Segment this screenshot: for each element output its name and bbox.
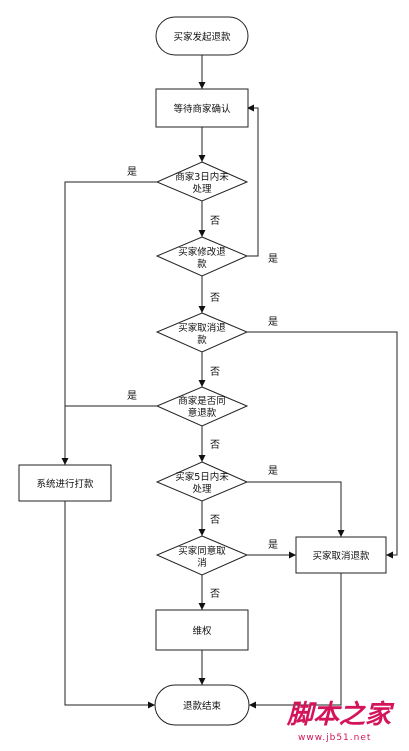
decision-agree-line1: 商家是否同 [178, 395, 226, 407]
node-system-pay: 系统进行打款 [18, 464, 112, 502]
decision-cancel1: 买家取消退 款 [155, 312, 249, 353]
node-end-label: 退款结束 [183, 700, 222, 712]
node-buyer-cancel: 买家取消退款 [295, 536, 387, 574]
edges [61, 55, 398, 709]
nodes: 买家发起退款 等待商家确认 商家3日内未 处理 买家修改退 款 买家取消退 款 [18, 16, 387, 726]
decision-cancel1-line1: 买家取消退 [178, 322, 226, 334]
decision-modify: 买家修改退 款 [155, 236, 249, 277]
label-modify-no: 否 [210, 292, 220, 304]
node-wait-confirm: 等待商家确认 [155, 88, 249, 128]
label-5days-no: 否 [210, 514, 220, 526]
decision-5days: 买家5日内未 处理 [155, 461, 249, 502]
label-agreecancel-yes: 是 [268, 539, 278, 551]
label-agree-no: 否 [210, 439, 220, 451]
watermark-logo: 脚本之家 [286, 700, 395, 730]
node-end: 退款结束 [154, 684, 250, 726]
watermark-url: www.jb51.net [298, 733, 371, 743]
node-system-pay-label: 系统进行打款 [36, 478, 94, 490]
decision-agree-line2: 意退款 [188, 407, 217, 419]
label-3days-no: 否 [210, 215, 220, 227]
edge-cancel1-yes [247, 331, 398, 559]
label-cancel1-no: 否 [210, 366, 220, 378]
edge-labels: 是 否 是 否 是 否 是 否 是 否 是 否 [127, 166, 278, 600]
label-5days-yes: 是 [268, 465, 278, 477]
decision-3days: 商家3日内未 处理 [155, 161, 249, 202]
label-agree-yes: 是 [127, 390, 137, 402]
decision-3days-line2: 处理 [192, 183, 212, 195]
edge-3days-yes [61, 181, 157, 465]
edge-modify-yes-loop [247, 104, 259, 257]
decision-5days-line2: 处理 [192, 483, 212, 495]
decision-agree-cancel-line2: 消 [197, 557, 207, 569]
node-protect-label: 维权 [192, 625, 212, 637]
decision-modify-line1: 买家修改退 [178, 246, 226, 258]
node-start-label: 买家发起退款 [173, 31, 231, 43]
edge-syspay-to-end [64, 501, 155, 709]
decision-3days-line1: 商家3日内未 [175, 171, 229, 183]
watermark: 脚本之家 www.jb51.net [286, 700, 395, 743]
decision-agree-cancel-line1: 买家同意取 [178, 545, 226, 557]
node-start: 买家发起退款 [155, 16, 249, 56]
decision-agree: 商家是否同 意退款 [155, 386, 249, 427]
edge-5days-yes [247, 481, 345, 537]
decision-modify-line2: 款 [197, 258, 207, 270]
decision-agree-cancel: 买家同意取 消 [155, 535, 249, 576]
node-wait-confirm-label: 等待商家确认 [173, 103, 231, 115]
node-protect: 维权 [155, 609, 249, 651]
decision-cancel1-line2: 款 [197, 334, 207, 346]
label-modify-yes: 是 [268, 253, 278, 265]
edge-buyercancel-to-end [249, 573, 342, 709]
label-agreecancel-no: 否 [210, 588, 220, 600]
label-3days-yes: 是 [127, 166, 137, 178]
node-buyer-cancel-label: 买家取消退款 [312, 550, 370, 562]
label-cancel1-yes: 是 [268, 316, 278, 328]
decision-5days-line1: 买家5日内未 [175, 471, 229, 483]
